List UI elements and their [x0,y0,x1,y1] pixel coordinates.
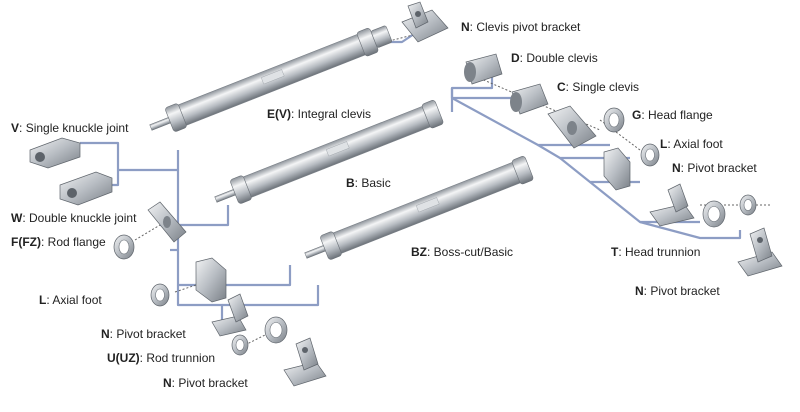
label-rod-trunnion: U(UZ): Rod trunnion [107,351,216,365]
label-axial-foot-left: L: Axial foot [39,293,102,307]
label-pivot-bracket-right2: N: Pivot bracket [635,284,720,298]
label-single-knuckle-joint: V: Single knuckle joint [11,121,129,135]
pivot-bracket-left2-part [283,337,327,387]
axial-foot-left-part [150,257,227,307]
head-trunnion-part [702,194,757,228]
head-flange-part [547,105,625,149]
label-pivot-bracket-right1: N: Pivot bracket [672,161,757,175]
axial-foot-right-part [603,143,660,191]
label-clevis-pivot-bracket: N: Clevis pivot bracket [461,20,581,34]
cylinder-boss-cut [304,156,534,260]
label-boss-cut: BZ: Boss-cut/Basic [411,245,514,259]
label-head-flange: G: Head flange [632,108,713,122]
pivot-bracket-left1-part [211,293,249,337]
label-pivot-bracket-left1: N: Pivot bracket [101,327,186,341]
double-clevis-part [464,53,503,85]
label-double-clevis: D: Double clevis [511,51,598,65]
label-pivot-bracket-left2: N: Pivot bracket [163,376,248,390]
rod-flange-part [147,201,187,243]
cylinder-integral-clevis [149,25,393,132]
label-head-trunnion: T: Head trunnion [611,245,701,259]
pivot-bracket-right2-part [737,227,783,277]
rod-trunnion-part [231,316,288,356]
rod-nut-part [113,234,135,260]
single-knuckle-part [29,137,81,169]
label-single-clevis: C: Single clevis [557,80,640,94]
label-rod-flange: F(FZ): Rod flange [11,235,106,249]
pivot-bracket-right1-part [649,183,695,227]
label-double-knuckle-joint: W: Double knuckle joint [11,211,137,225]
double-knuckle-part [59,171,113,206]
cylinder-basic [214,100,444,204]
label-basic: B: Basic [346,176,391,190]
clevis-pivot-bracket-part [401,1,449,43]
label-axial-foot-right: L: Axial foot [660,137,723,151]
single-clevis-part [510,83,549,115]
label-integral-clevis: E(V): Integral clevis [267,107,372,121]
